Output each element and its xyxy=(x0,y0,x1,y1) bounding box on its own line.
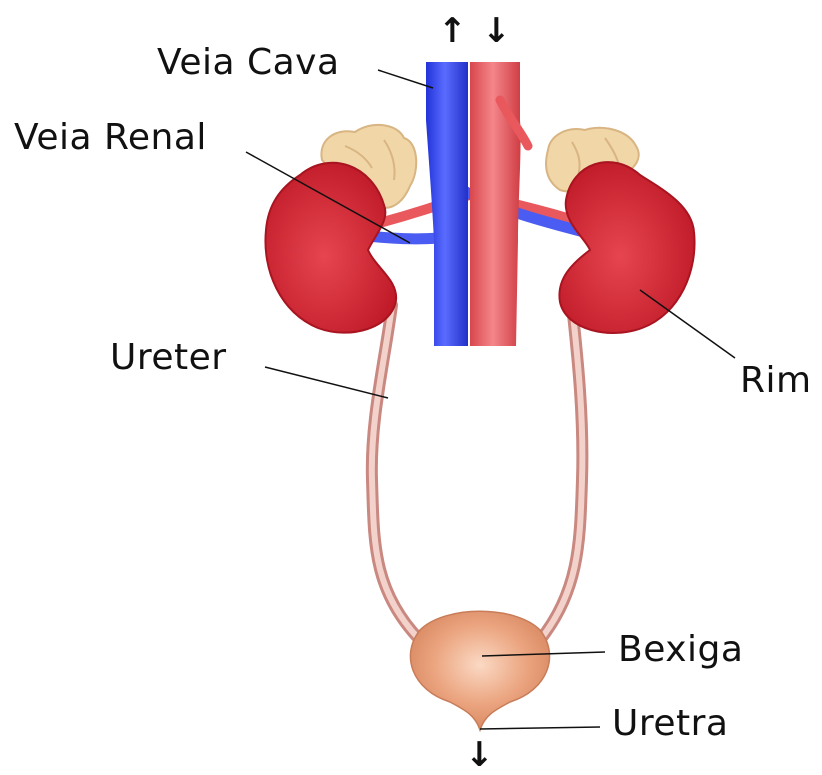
label-rim: Rim xyxy=(740,363,812,399)
label-uretra: Uretra xyxy=(612,706,728,742)
bladder xyxy=(410,611,549,730)
leader-uretra xyxy=(480,727,600,729)
leader-ureter xyxy=(265,367,388,398)
vena-cava xyxy=(426,62,468,346)
label-veia-renal: Veia Renal xyxy=(14,120,207,156)
urine-out-arrow: ↓ xyxy=(465,738,494,772)
right-ureter xyxy=(540,305,582,640)
label-bexiga: Bexiga xyxy=(618,632,743,668)
leader-rim xyxy=(640,290,735,358)
left-ureter xyxy=(372,305,420,640)
left-kidney xyxy=(265,163,396,333)
label-veia-cava: Veia Cava xyxy=(157,45,340,81)
blood-flow-up-arrow: ↑ xyxy=(438,14,467,48)
right-kidney xyxy=(559,162,694,333)
blood-flow-down-arrow: ↓ xyxy=(482,14,511,48)
label-ureter: Ureter xyxy=(110,340,227,376)
leader-veia-cava xyxy=(378,70,433,88)
